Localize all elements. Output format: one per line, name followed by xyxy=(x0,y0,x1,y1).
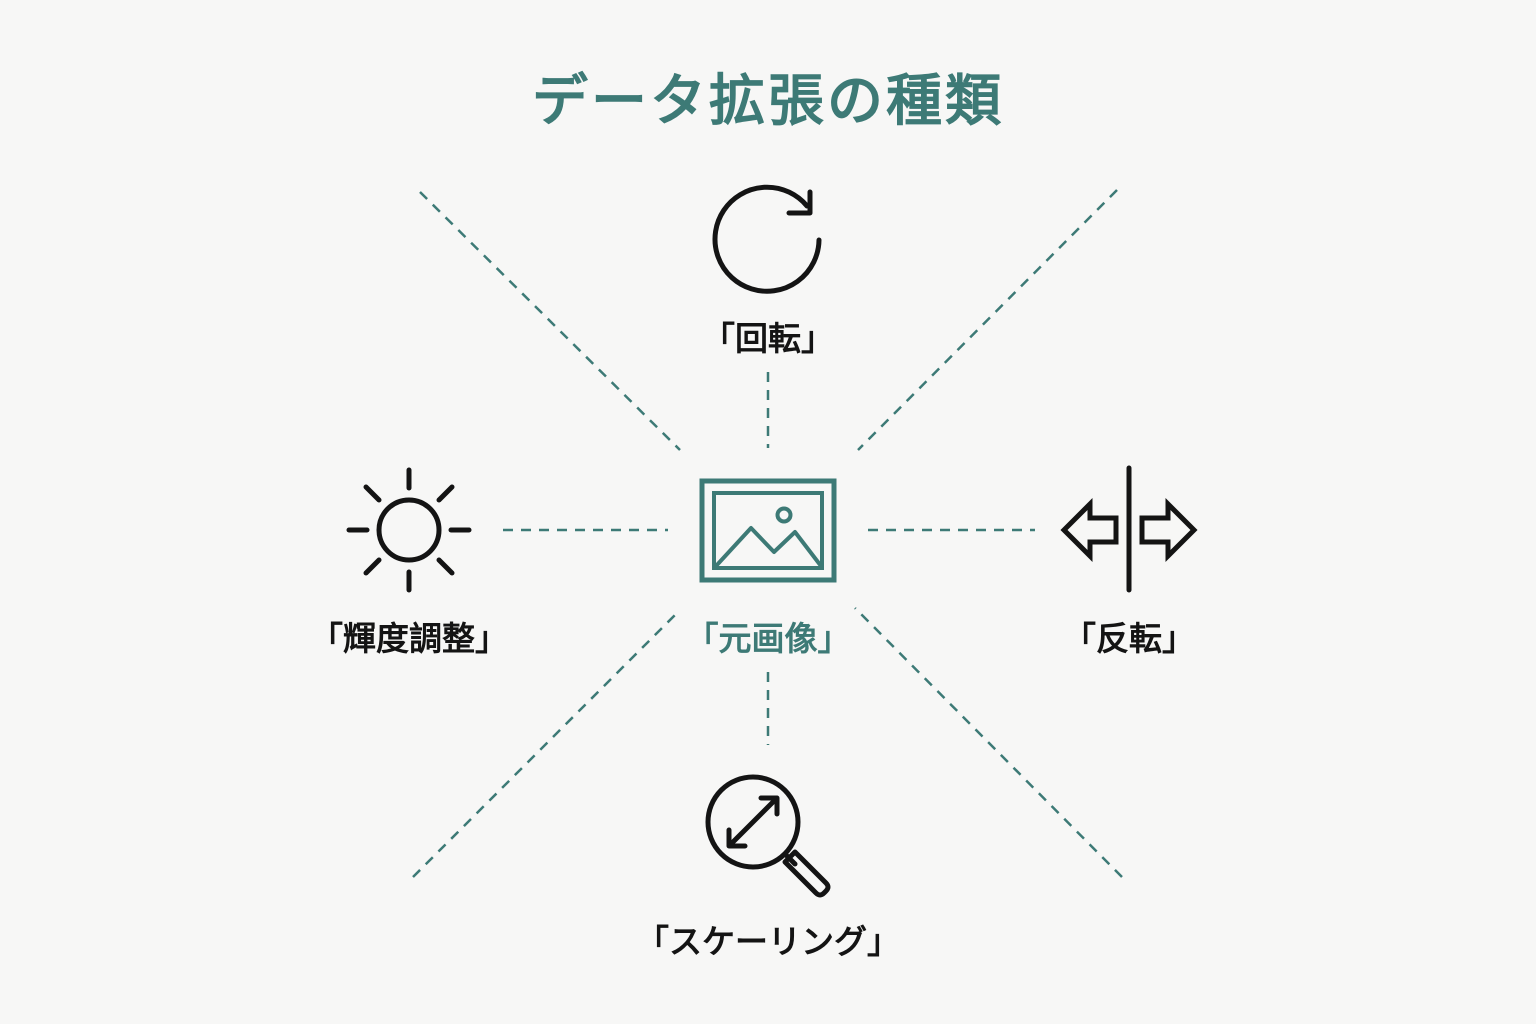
connector-diag-lower-left xyxy=(412,609,681,878)
zoom-scale-icon xyxy=(705,774,831,898)
flip-icon xyxy=(1060,465,1198,593)
connector-diag-lower-right xyxy=(854,607,1123,878)
page-title: データ拡張の種類 xyxy=(532,69,1004,134)
scaling-label: 「スケーリング」 xyxy=(636,922,900,961)
original-image-label: 「元画像」 xyxy=(685,619,851,658)
sun-icon xyxy=(346,467,472,593)
image-icon xyxy=(699,478,837,583)
rotate-icon xyxy=(712,184,822,294)
rotation-label: 「回転」 xyxy=(702,319,834,358)
connector-diag-upper-left xyxy=(419,191,681,451)
brightness-label: 「輝度調整」 xyxy=(310,619,508,658)
flip-label: 「反転」 xyxy=(1063,619,1195,658)
connector-diag-upper-right xyxy=(857,189,1118,451)
